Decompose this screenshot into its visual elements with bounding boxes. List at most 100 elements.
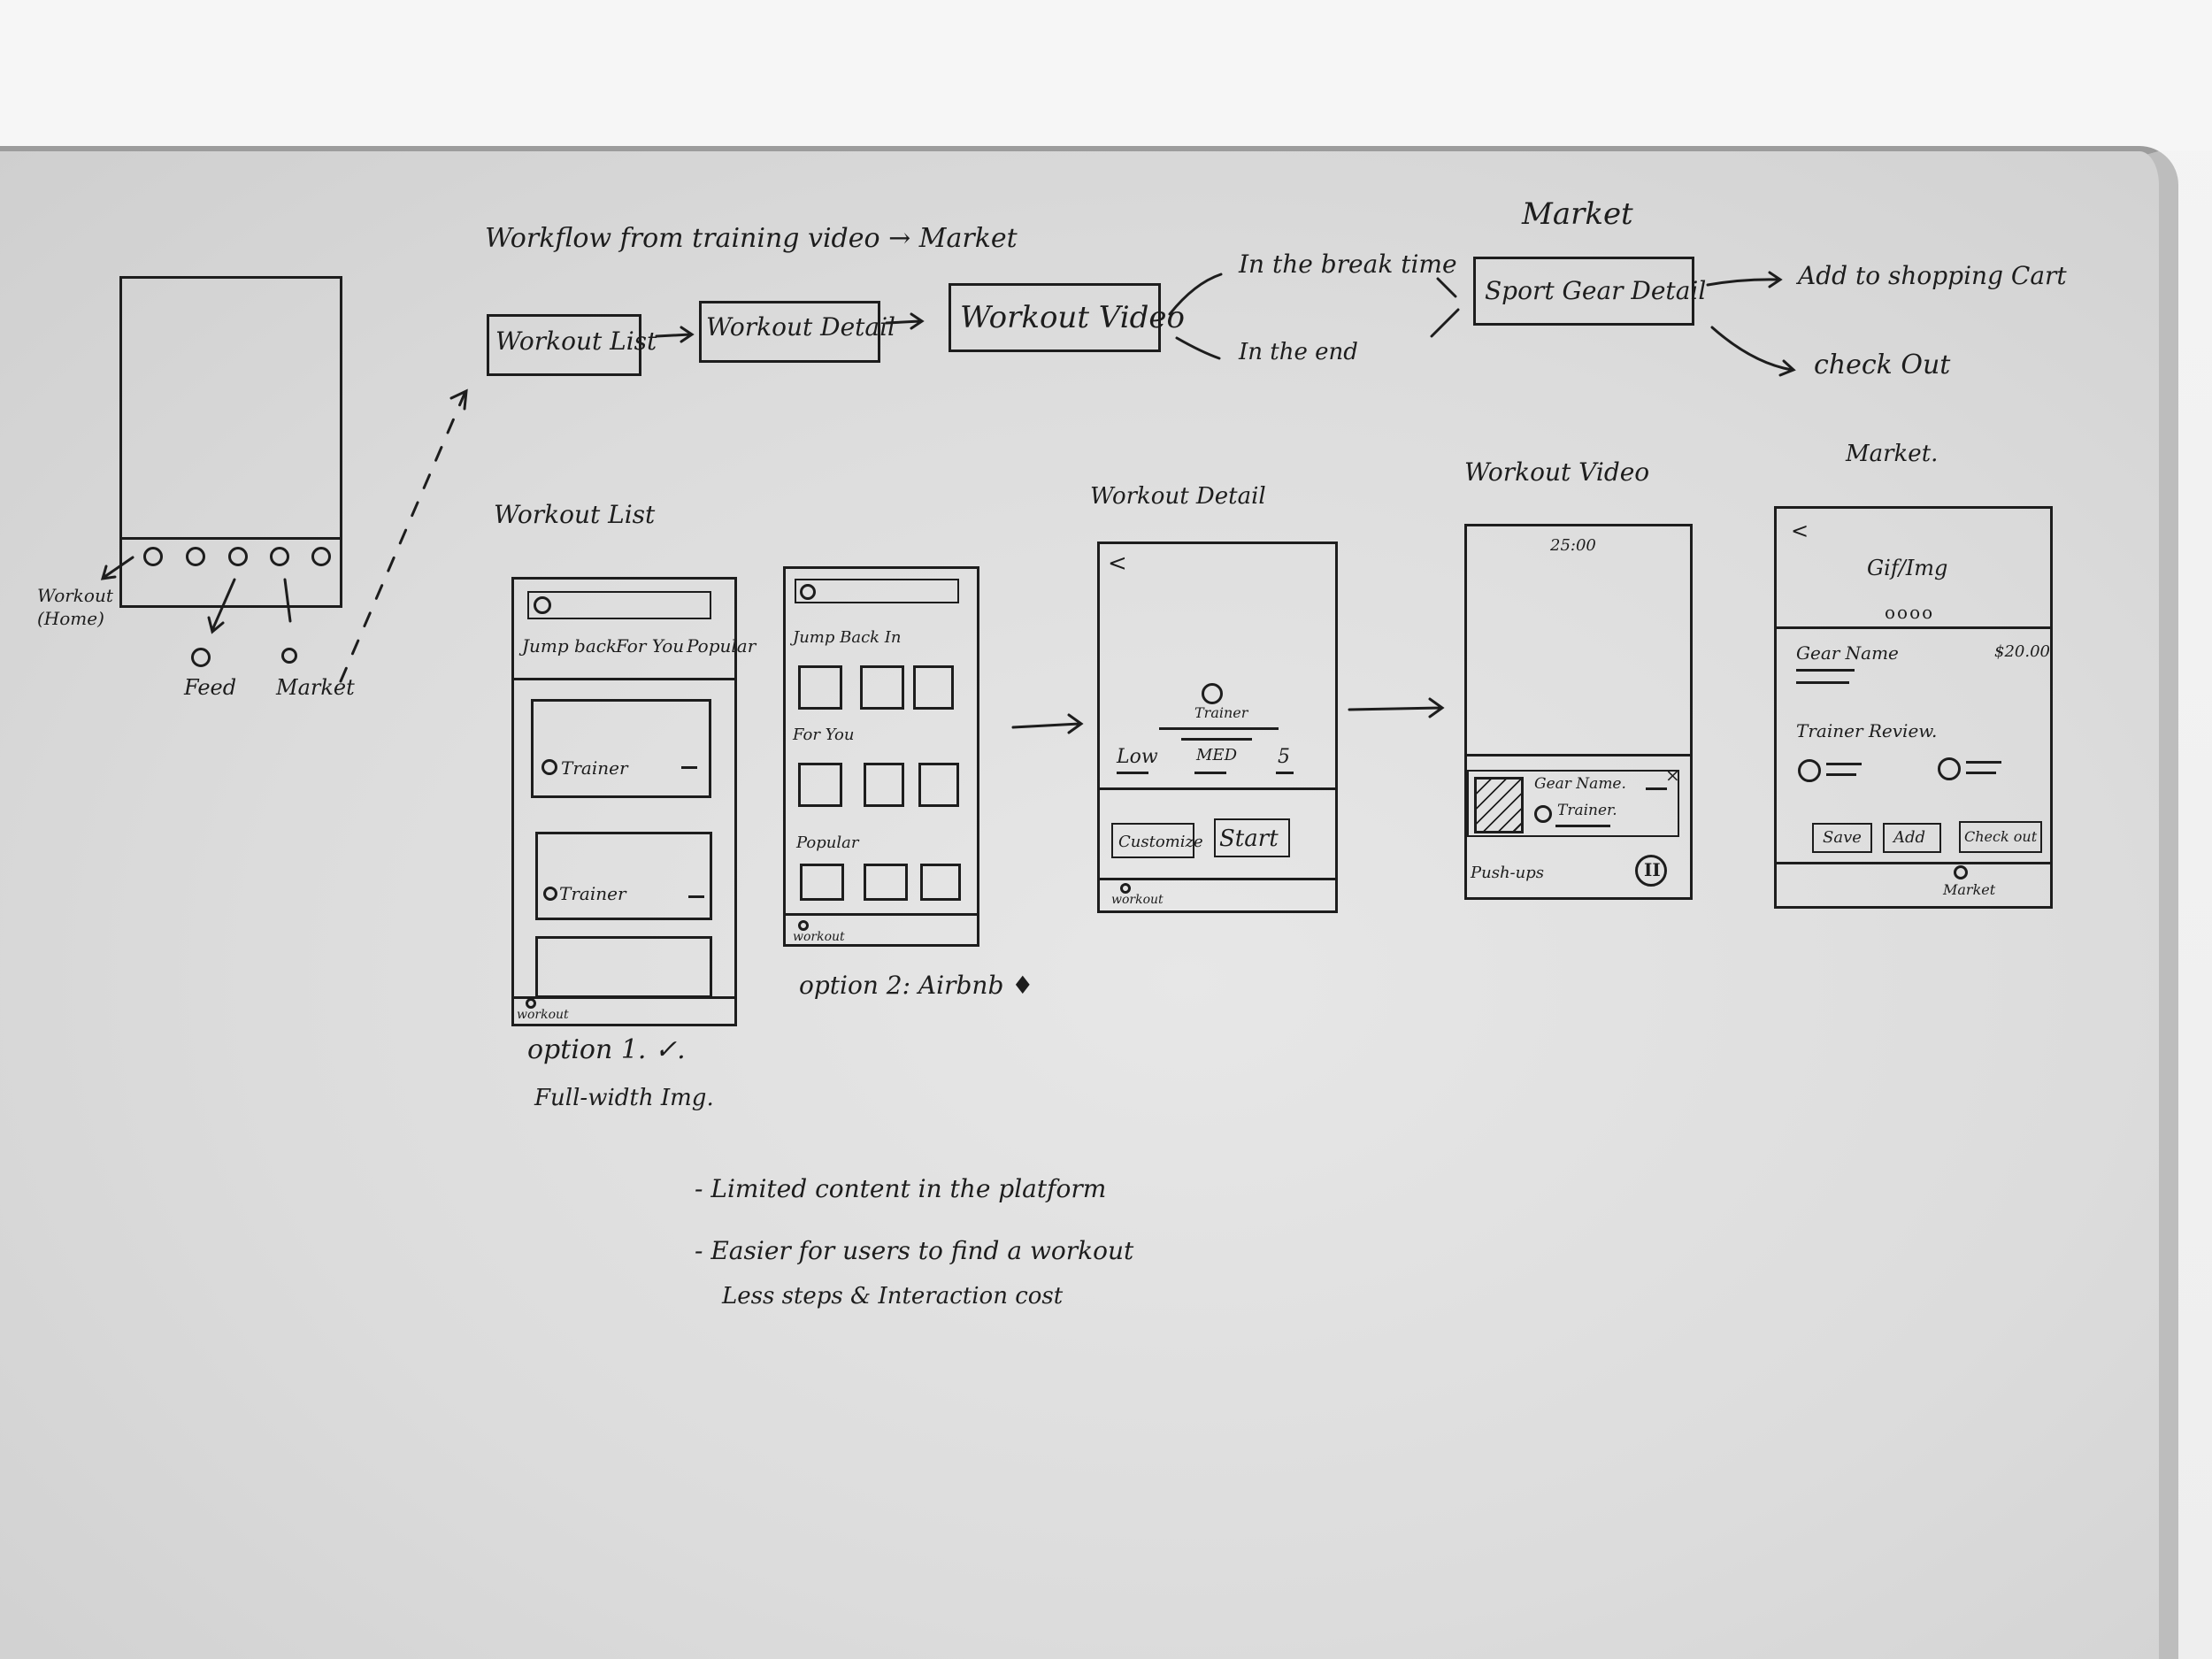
option1-card1-menu [681,766,697,769]
video-menu-icon [1646,787,1667,790]
nav-dot-3[interactable] [228,547,248,566]
flow-workout-detail [699,301,880,363]
wall-background [0,0,2212,150]
nav-dot-4[interactable] [270,547,289,566]
detail-nav-icon[interactable] [1120,883,1131,894]
video-divider [1467,754,1690,757]
market-save-button[interactable] [1812,823,1872,853]
option2-phone [783,566,979,947]
option1-card-2[interactable] [535,832,712,920]
nav-dot-5[interactable] [311,547,331,566]
flow-in-the-end: In the end [1239,339,1358,365]
feed-dot [191,648,211,667]
option2-nav-label: workout [793,930,845,944]
market-nav-divider [1777,862,2050,864]
option1-caption-1: option 1. ✓. [527,1034,686,1065]
option2-popular-tile-2[interactable] [864,864,908,901]
option1-search-bar[interactable] [527,591,711,619]
workout-detail-heading: Workout Detail [1090,483,1266,510]
option1-search-icon [534,596,551,614]
video-gear-card[interactable] [1467,770,1679,837]
option1-tab-for-you[interactable]: For You [616,635,685,657]
note-line-2: - Easier for users to find a workout [695,1236,1134,1265]
detail-trainer-line-1 [1159,727,1279,730]
detail-level-low[interactable]: Low [1117,746,1158,768]
option2-foryou-tile-2[interactable] [864,763,904,807]
nav-dot-2[interactable] [186,547,205,566]
option2-section-jump: Jump Back In [793,628,902,647]
video-trainer-label: Trainer. [1557,802,1617,819]
detail-back-icon[interactable]: < [1108,550,1127,577]
market-checkout-button[interactable] [1959,821,2042,853]
detail-level-underline-1 [1117,772,1148,774]
video-timer: 25:00 [1550,536,1596,555]
market-review-avatar-2 [1938,757,1961,780]
detail-trainer-line-2 [1181,738,1252,741]
detail-level-underline-2 [1194,772,1226,774]
market-review-label: Trainer Review. [1796,720,1938,741]
market-dot [281,648,297,664]
home-phone-sketch [119,276,342,608]
detail-level-underline-3 [1276,772,1294,774]
option1-card2-trainer: Trainer [559,883,626,904]
market-nav-icon[interactable] [1954,865,1968,879]
market-review-avatar-1 [1798,759,1821,782]
option1-tab-popular[interactable]: Popular [687,635,757,657]
detail-level-5[interactable]: 5 [1278,746,1290,768]
detail-divider [1100,787,1335,790]
flow-workout-video [949,283,1161,352]
market-review-line-1b [1826,773,1856,776]
flow-sport-gear-detail [1473,257,1694,326]
option1-card1-avatar [541,759,557,775]
market-phone [1774,506,2053,909]
option1-card-1[interactable] [531,699,711,798]
flow-title: Workflow from training video → Market [485,223,1018,254]
market-gear-line-1 [1796,669,1855,672]
market-add-label: Add [1893,828,1926,847]
option2-search-icon [800,584,816,600]
flow-break-time: In the break time [1239,250,1457,279]
market-gear-name: Gear Name [1796,642,1899,664]
video-trainer-line [1555,825,1610,827]
video-close-icon[interactable]: × [1665,764,1680,786]
market-add-button[interactable] [1883,823,1941,853]
option1-phone [511,577,737,1026]
option2-search-bar[interactable] [795,579,959,603]
market-carousel-dots[interactable]: oooo [1885,602,1935,623]
option1-caption-2: Full-width Img. [534,1085,714,1111]
option2-popular-tile-1[interactable] [800,864,844,901]
note-line-3: Less steps & Interaction cost [722,1283,1064,1310]
market-divider-top [1777,626,2050,629]
detail-customize-label: Customize [1118,833,1203,851]
detail-start-button[interactable] [1214,818,1290,857]
detail-level-med[interactable]: MED [1196,746,1238,764]
option2-foryou-tile-3[interactable] [918,763,959,807]
option2-foryou-tile-1[interactable] [798,763,842,807]
option1-tab-jump-back[interactable]: Jump back [522,635,618,657]
workout-video-heading: Workout Video [1464,457,1650,487]
note-line-1: - Limited content in the platform [695,1174,1107,1203]
market-review-line-1a [1826,763,1862,765]
flow-market-heading: Market [1522,196,1633,232]
flow-sport-gear-label: Sport Gear Detail [1485,276,1707,305]
option2-jump-tile-2[interactable] [860,665,904,710]
detail-trainer-avatar[interactable] [1202,683,1223,704]
option2-popular-tile-3[interactable] [920,864,961,901]
market-back-icon[interactable]: < [1791,518,1809,543]
detail-customize-button[interactable] [1111,823,1194,858]
option2-nav-icon[interactable] [798,920,809,931]
option1-card2-menu [688,895,704,898]
option1-nav-label: workout [517,1008,569,1022]
option1-nav-icon[interactable] [526,998,536,1009]
workout-home-label: Workout (Home) [37,585,113,629]
option1-card1-trainer: Trainer [561,757,628,779]
nav-dot-1[interactable] [143,547,163,566]
option2-jump-tile-1[interactable] [798,665,842,710]
video-pause-button[interactable] [1635,855,1667,887]
option2-jump-tile-3[interactable] [913,665,954,710]
detail-start-label: Start [1219,826,1279,852]
video-trainer-avatar [1534,805,1552,823]
option1-card-3[interactable] [535,936,712,998]
market-gear-line-2 [1796,681,1849,684]
market-review-line-2a [1966,761,2001,764]
